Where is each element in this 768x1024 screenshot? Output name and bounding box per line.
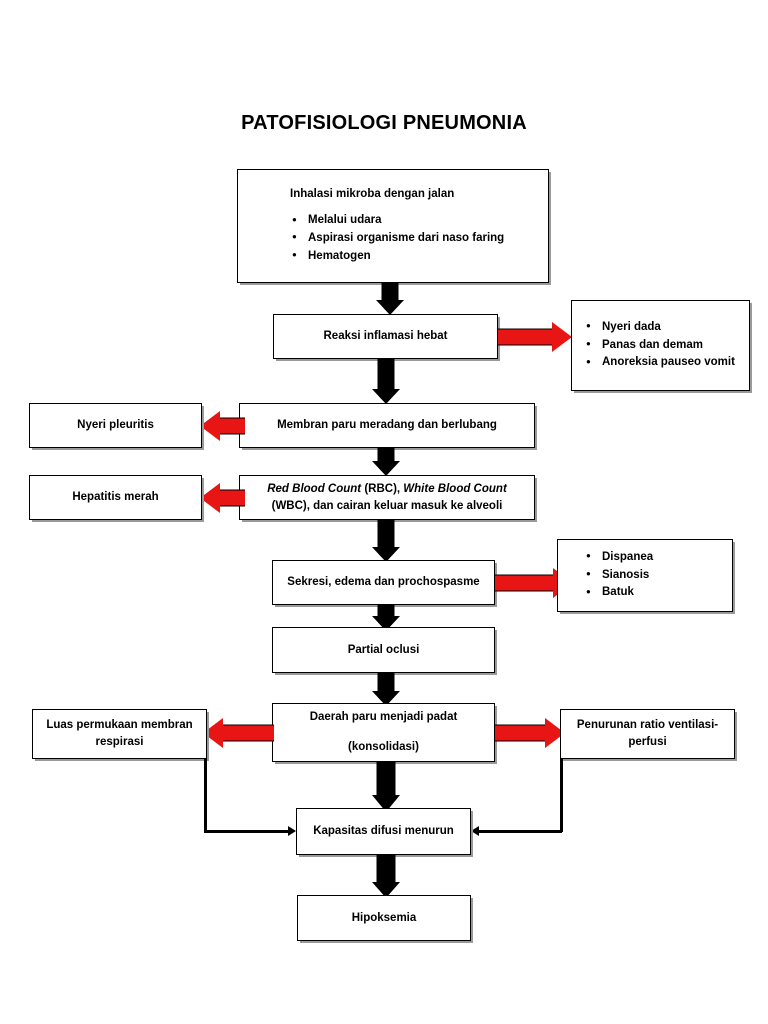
node-gejala-inflamasi: Nyeri dada Panas dan demam Anoreksia pau… — [571, 300, 750, 391]
node-membran-paru-label: Membran paru meradang dan berlubang — [277, 419, 497, 432]
connector-penurunan-ratio-horizontal — [479, 830, 562, 833]
arrow-down-blood-count-to-sekresi — [366, 520, 406, 562]
node-sekresi-edema: Sekresi, edema dan prochospasme — [272, 560, 495, 605]
node-daerah-paru: Daerah paru menjadi padat (konsolidasi) — [272, 703, 495, 762]
node-partial-oclusi: Partial oclusi — [272, 627, 495, 673]
arrow-down-inhalasi-to-reaksi — [370, 283, 410, 315]
list-item: Sianosis — [584, 566, 726, 585]
node-blood-count-rbc-italic: Red Blood Count — [267, 482, 362, 495]
node-daerah-paru-line2: (konsolidasi) — [348, 741, 419, 753]
arrow-down-reaksi-to-membran — [366, 359, 406, 404]
node-blood-count-line2: (WBC), dan cairan keluar masuk ke alveol… — [271, 499, 503, 512]
node-nyeri-pleuritis-label: Nyeri pleuritis — [77, 419, 154, 432]
list-item: Melalui udara — [290, 212, 542, 230]
node-inhalasi-heading: Inhalasi mikroba dengan jalan — [290, 188, 455, 201]
node-inhalasi-bullets: Melalui udara Aspirasi organisme dari na… — [290, 212, 542, 265]
arrow-red-daerah-paru-to-penurunan-ratio — [495, 717, 565, 749]
arrow-down-daerah-paru-to-kapasitas — [366, 762, 406, 812]
node-gejala-inflamasi-bullets: Nyeri dada Panas dan demam Anoreksia pau… — [584, 318, 743, 372]
arrow-down-kapasitas-to-hipoksemia — [366, 855, 406, 898]
list-item: Batuk — [584, 584, 726, 602]
node-blood-count-line1: Red Blood Count (RBC), White Blood Count — [267, 481, 507, 498]
node-kapasitas-difusi-label: Kapasitas difusi menurun — [313, 825, 454, 838]
node-hepatitis-merah: Hepatitis merah — [29, 475, 202, 520]
arrow-down-membran-to-blood-count — [366, 448, 406, 476]
node-inhalasi-mikroba: Inhalasi mikroba dengan jalan Melalui ud… — [237, 169, 549, 283]
list-item: Hematogen — [290, 247, 542, 266]
node-kapasitas-difusi: Kapasitas difusi menurun — [296, 808, 471, 855]
node-gejala-sekresi: Dispanea Sianosis Batuk — [557, 539, 733, 612]
node-gejala-sekresi-bullets: Dispanea Sianosis Batuk — [584, 548, 726, 602]
arrow-red-reaksi-to-gejala — [498, 321, 572, 353]
arrow-down-partial-oclusi-to-daerah-paru — [366, 673, 406, 706]
arrow-red-blood-count-to-hepatitis — [200, 482, 245, 514]
node-blood-count: Red Blood Count (RBC), White Blood Count… — [239, 475, 535, 520]
node-nyeri-pleuritis: Nyeri pleuritis — [29, 403, 202, 448]
page-title: PATOFISIOLOGI PNEUMONIA — [241, 112, 527, 134]
list-item: Nyeri dada — [584, 318, 743, 337]
node-sekresi-edema-label: Sekresi, edema dan prochospasme — [287, 576, 480, 589]
list-item: Panas dan demam — [584, 336, 743, 355]
node-hepatitis-merah-label: Hepatitis merah — [72, 491, 159, 504]
node-hipoksemia-label: Hipoksemia — [351, 911, 417, 924]
arrow-red-membran-to-nyeri-pleuritis — [200, 410, 245, 442]
connector-luas-permukaan-horizontal — [204, 830, 288, 833]
node-luas-permukaan-line2: respirasi — [95, 736, 144, 748]
node-partial-oclusi-label: Partial oclusi — [347, 643, 420, 656]
list-item: Anoreksia pauseo vomit — [584, 354, 743, 372]
arrow-red-daerah-paru-to-luas-permukaan — [203, 717, 274, 749]
node-luas-permukaan-membran: Luas permukaan membran respirasi — [32, 709, 207, 759]
list-item: Aspirasi organisme dari naso faring — [290, 229, 542, 248]
connector-penurunan-ratio-vertical — [560, 759, 563, 832]
node-blood-count-rbc-plain: (RBC), — [361, 482, 404, 495]
list-item: Dispanea — [584, 548, 726, 567]
node-penurunan-ratio-line1: Penurunan ratio ventilasi- — [576, 719, 719, 732]
connector-luas-permukaan-vertical — [204, 759, 207, 832]
connector-penurunan-ratio-arrowhead — [471, 826, 479, 836]
connector-luas-permukaan-arrowhead — [288, 826, 296, 836]
node-reaksi-inflamasi-label: Reaksi inflamasi hebat — [323, 330, 448, 343]
node-membran-paru: Membran paru meradang dan berlubang — [239, 403, 535, 448]
node-penurunan-ratio-line2: perfusi — [628, 736, 667, 748]
node-hipoksemia: Hipoksemia — [297, 895, 471, 941]
node-daerah-paru-line1: Daerah paru menjadi padat — [309, 711, 458, 724]
node-reaksi-inflamasi: Reaksi inflamasi hebat — [273, 314, 498, 359]
node-blood-count-wbc-italic: White Blood Count — [403, 482, 507, 495]
node-luas-permukaan-line1: Luas permukaan membran — [46, 719, 193, 732]
node-penurunan-ratio-ventilasi: Penurunan ratio ventilasi- perfusi — [560, 709, 735, 759]
